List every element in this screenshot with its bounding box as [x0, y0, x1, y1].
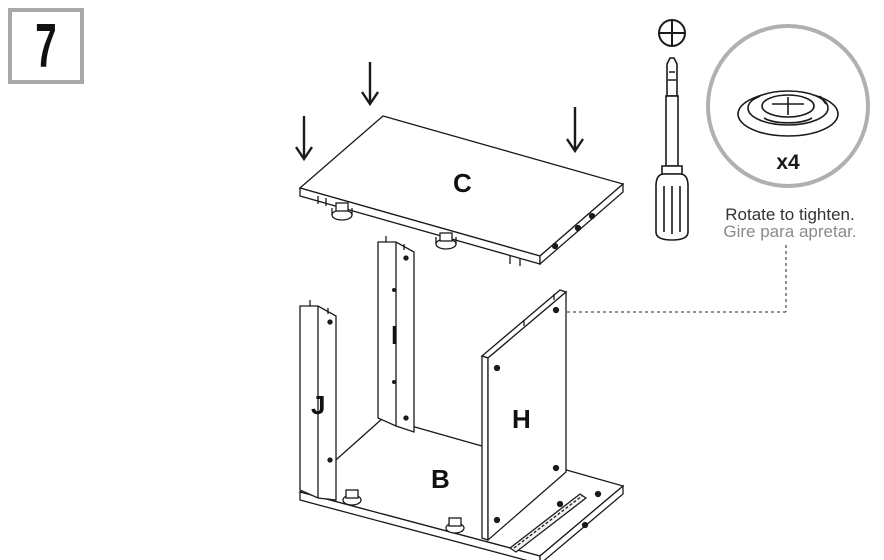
panel-label-h: H: [512, 404, 531, 434]
cam-lock-icon: [445, 517, 465, 534]
panel-label-c: C: [453, 168, 472, 198]
panel-label-i: I: [391, 320, 399, 350]
callout-leader: [565, 245, 787, 313]
panel-h: [480, 289, 588, 553]
quantity-label: x4: [776, 151, 800, 174]
panel-b: [298, 417, 625, 560]
phillips-head-icon: [658, 19, 686, 47]
cam-lock-callout: [706, 24, 870, 188]
instruction-english: Rotate to tighten.: [725, 205, 855, 224]
panel-label-b: B: [431, 464, 450, 494]
panel-i: [377, 236, 415, 433]
screwdriver-icon: [655, 57, 689, 241]
instruction-spanish: Gire para apretar.: [723, 222, 857, 241]
panel-j: [299, 300, 362, 506]
cam-lock-icon: [737, 90, 839, 137]
step-badge: 7: [8, 8, 84, 84]
step-number: 7: [35, 12, 57, 81]
panel-c: [298, 115, 625, 266]
panel-label-j: J: [311, 390, 326, 420]
down-arrow-icon: [295, 62, 584, 162]
